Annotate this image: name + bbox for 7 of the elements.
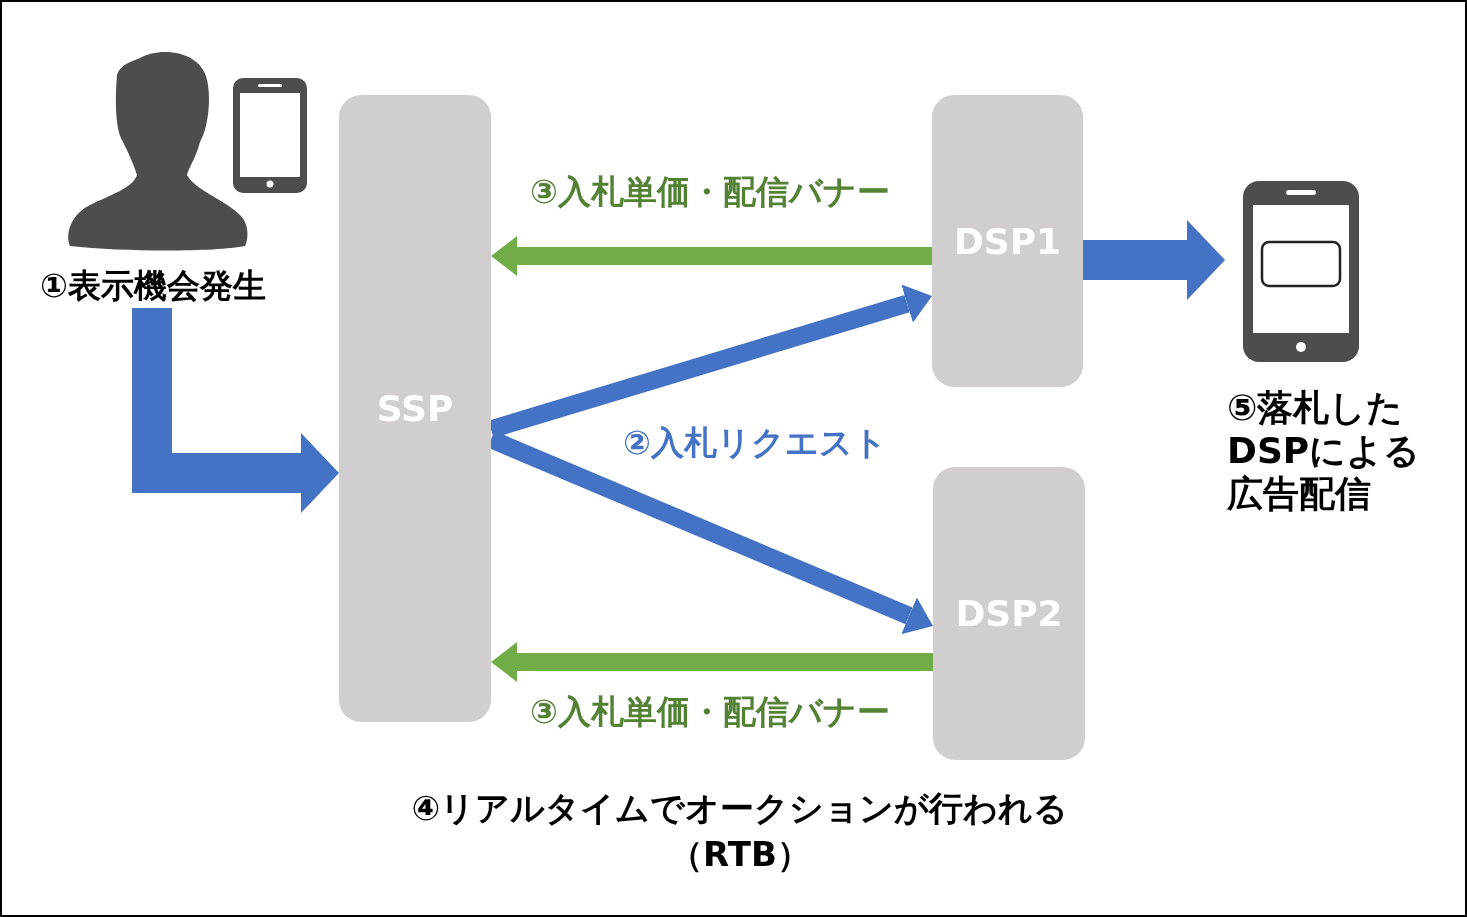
arrow: [132, 308, 339, 513]
arrow: [1083, 220, 1225, 300]
arrow: [491, 236, 932, 276]
caption-text: ①表示機会発生: [40, 266, 266, 306]
arrow: [491, 642, 933, 682]
caption-text: ⑤落札したDSPによる広告配信: [1227, 386, 1422, 515]
caption-text: ④リアルタイムでオークションが行われる（RTB）: [410, 787, 1070, 876]
